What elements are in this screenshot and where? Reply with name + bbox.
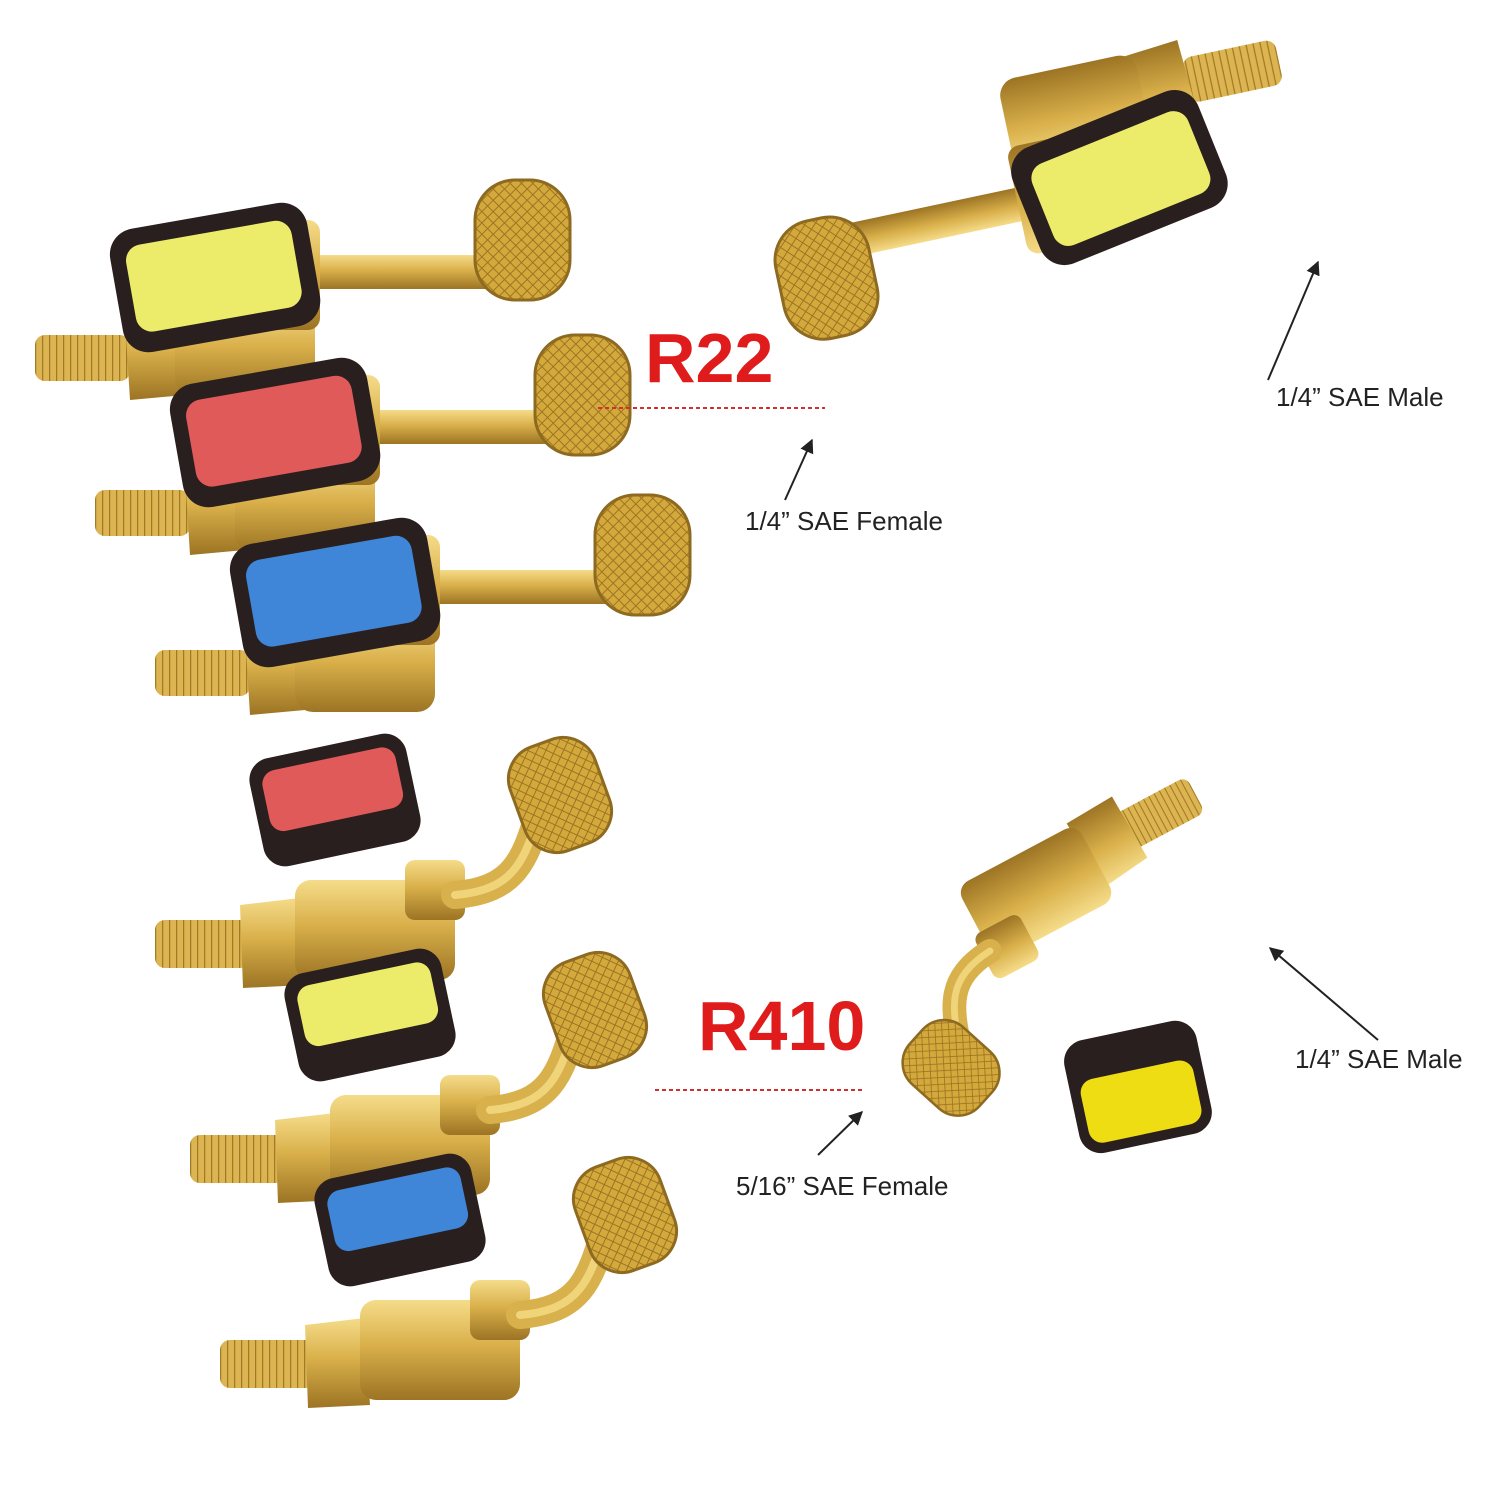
r410-title: R410 [698,987,865,1065]
r410-male-arrow [1268,947,1379,1041]
r22-female-label: 1/4” SAE Female [745,506,943,536]
r22-male-label: 1/4” SAE Male [1276,382,1444,412]
handle-pad-yellow [297,962,439,1047]
handle-pad-yellow [1080,1060,1202,1143]
handle-pad-red [262,747,404,832]
handle-pad-yellow [1031,111,1211,246]
r410-female-arrow [817,1111,864,1156]
r410-detail-handle [1064,1020,1212,1154]
r410-male-label: 1/4” SAE Male [1295,1044,1463,1074]
r22-female-arrow [784,438,814,501]
r410-valve-group: R410 5/16” SAE Female 1/4” SAE Male [155,728,1463,1408]
r410-valve-red [155,728,621,988]
r22-male-arrow [1267,260,1320,381]
r22-valve-yellow [33,178,572,402]
r410-valve-yellow [190,943,656,1203]
r22-title: R22 [645,319,773,397]
r410-female-label: 5/16” SAE Female [736,1171,948,1201]
handle-pad-yellow [126,220,302,332]
r22-valve-blue [153,493,692,717]
r22-valve-red [93,333,632,557]
handle-pad-blue [327,1167,469,1252]
r22-valve-group: R22 1/4” SAE Female 1/4” SAE Male [33,18,1444,717]
r410-valve-blue [220,1148,686,1408]
handle-pad-red [186,375,362,487]
r22-detail-valve [745,18,1318,349]
handle-pad-blue [246,535,422,647]
